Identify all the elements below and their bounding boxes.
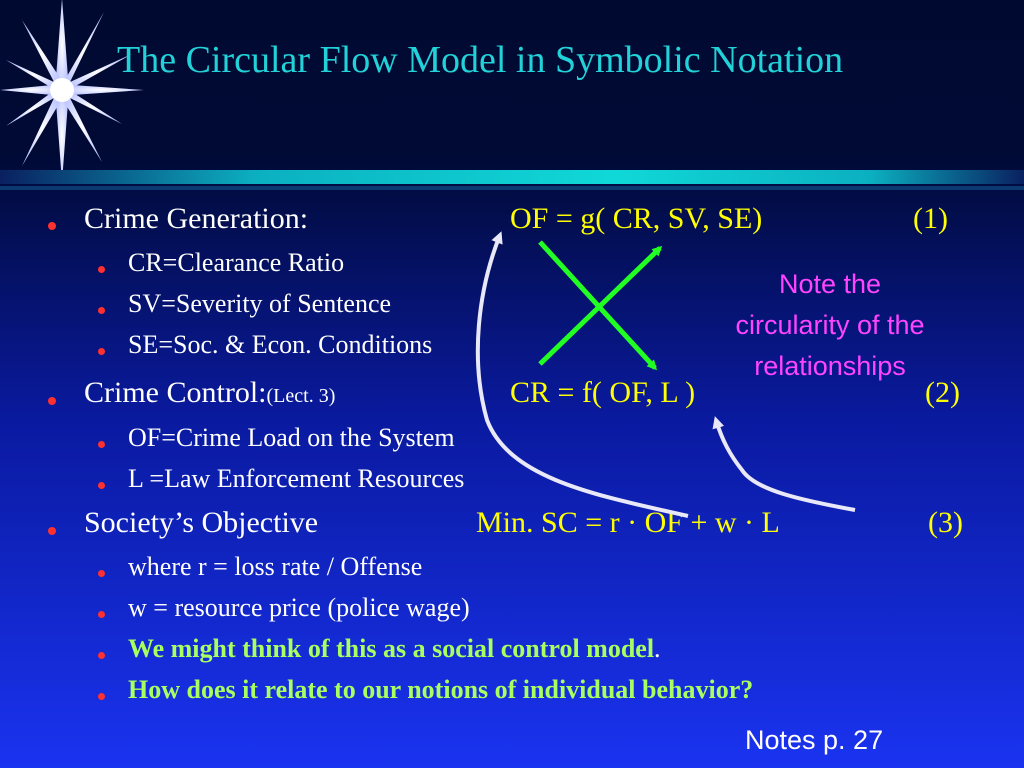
slide-title: The Circular Flow Model in Symbolic Nota… — [117, 39, 844, 81]
bullet-icon — [48, 527, 56, 535]
equation-3: Min. SC = r · OF + w · L — [476, 506, 780, 539]
flow-arrow-to-of — [475, 231, 689, 518]
sub-bullet-icon — [98, 441, 105, 448]
equation-2-number: (2) — [925, 376, 960, 409]
callout-line-1: Note the — [778, 269, 882, 299]
sub-bullet-icon — [98, 570, 105, 577]
sub-item-of: OF=Crime Load on the System — [128, 423, 455, 452]
equation-2: CR = f( OF, L ) — [510, 376, 696, 409]
sub-bullet-icon — [98, 652, 105, 659]
sub-bullet-icon — [98, 482, 105, 489]
title-divider — [0, 170, 1024, 184]
equation-3-number: (3) — [928, 506, 963, 539]
sub-bullet-icon — [98, 611, 105, 618]
sub-item-r: where r = loss rate / Offense — [128, 552, 423, 581]
sub-item-cr: CR=Clearance Ratio — [128, 248, 345, 277]
sub-item-se: SE=Soc. & Econ. Conditions — [128, 330, 433, 359]
crime-generation-label: Crime Generation: — [84, 202, 309, 235]
cross-arrow-up — [538, 245, 663, 366]
sub-item-l: L =Law Enforcement Resources — [128, 464, 465, 493]
sub-bullet-icon — [98, 266, 105, 273]
sub-item-sv: SV=Severity of Sentence — [128, 289, 392, 318]
equation-1: OF = g( CR, SV, SE) — [510, 202, 763, 235]
footer-notes-page: Notes p. 27 — [745, 725, 884, 755]
callout-line-2: circularity of the — [735, 310, 925, 340]
sub-bullet-icon — [98, 307, 105, 314]
callout-line-3: relationships — [754, 351, 906, 381]
starburst-icon — [0, 0, 144, 182]
lecture-note: (Lect. 3) — [266, 385, 336, 407]
bullet-icon — [48, 222, 56, 230]
sub-bullet-icon — [98, 348, 105, 355]
circularity-callout: Note the circularity of the relationship… — [680, 264, 980, 387]
title-divider-shadow — [0, 186, 1024, 190]
highlight-social-control-text: We might think of this as a social contr… — [128, 634, 655, 663]
sub-bullet-icon — [98, 693, 105, 700]
highlight-social-control: We might think of this as a social contr… — [128, 634, 661, 664]
bullet-icon — [48, 397, 56, 405]
highlight-individual-behavior: How does it relate to our notions of ind… — [128, 675, 754, 704]
crime-control-label: Crime Control:(Lect. 3) — [84, 376, 335, 410]
society-objective-label: Society’s Objective — [84, 506, 319, 539]
flow-arrow-to-l — [712, 416, 856, 512]
sub-item-w: w = resource price (police wage) — [128, 593, 470, 622]
highlight-suffix: . — [654, 634, 661, 663]
equation-1-number: (1) — [913, 202, 948, 235]
crime-control-label-text: Crime Control: — [84, 376, 267, 409]
